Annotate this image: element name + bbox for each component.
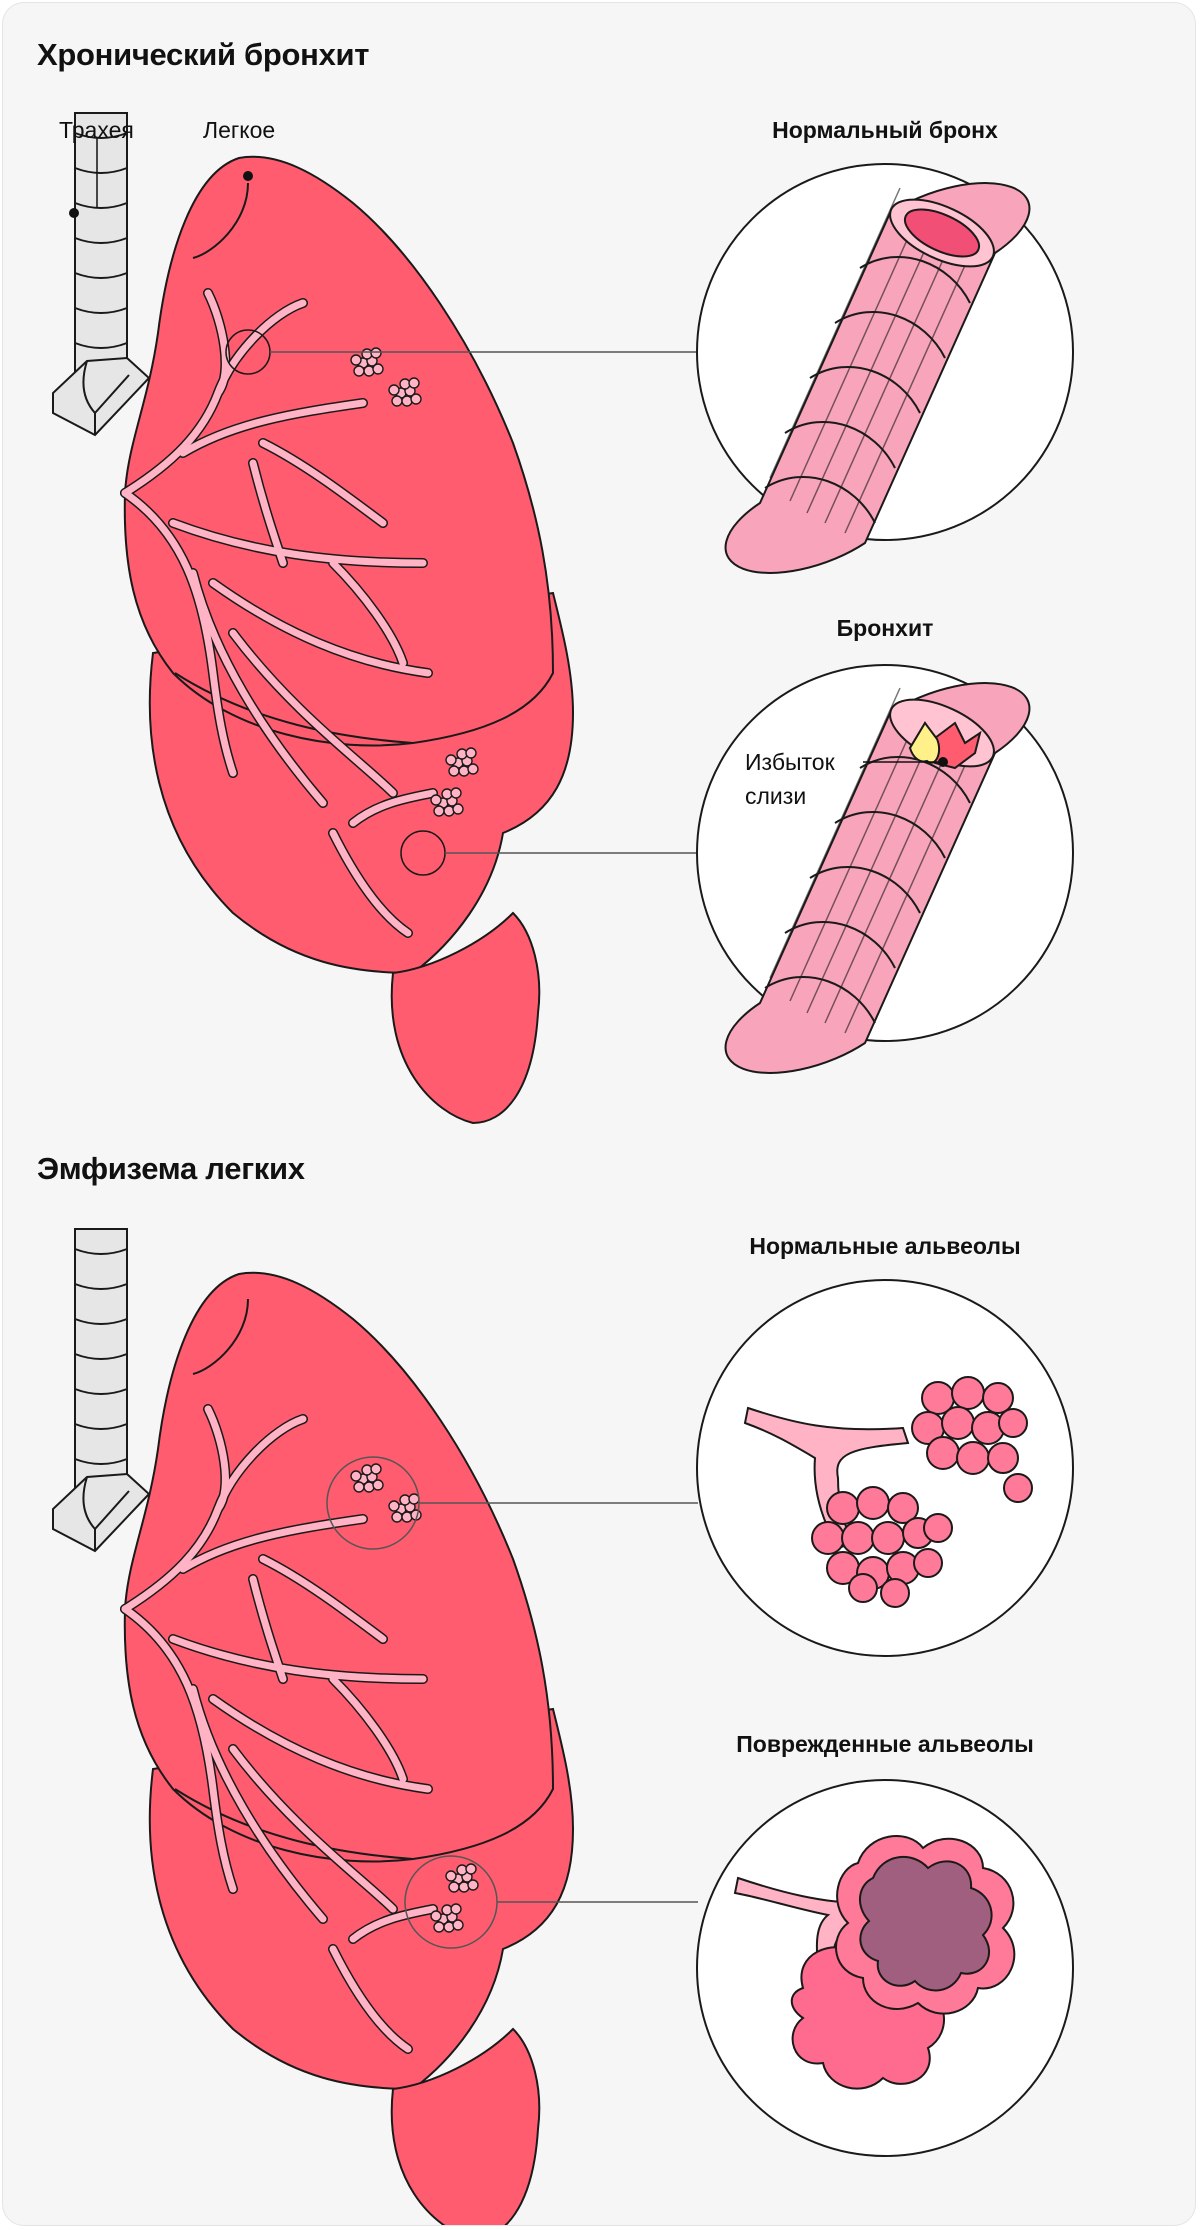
mucus-label: Избыток слизи xyxy=(745,745,835,813)
lung-illustration-emphysema xyxy=(53,1229,573,2226)
panel-heading-bronchitis: Бронхит xyxy=(836,615,934,641)
lung-pointer-dot xyxy=(243,171,253,181)
panel-heading-damaged-alveoli: Поврежденные альвеолы xyxy=(736,1731,1034,1757)
trachea-pointer-dot xyxy=(69,208,79,218)
bronchitis-tube xyxy=(724,682,1031,1074)
trachea-label: Трахея xyxy=(59,117,134,143)
normal-alveoli xyxy=(743,1376,1033,1608)
section-title-bronchitis: Хронический бронхит xyxy=(37,37,370,72)
lung-illustration-bronchitis xyxy=(53,113,573,1123)
panel-heading-normal-alveoli: Нормальные альвеолы xyxy=(749,1233,1021,1259)
section-title-emphysema: Эмфизема легких xyxy=(37,1151,305,1186)
mucus-label-line2: слизи xyxy=(745,783,807,809)
illustration xyxy=(3,3,1074,2226)
mucus-label-line1: Избыток xyxy=(745,749,835,775)
damaged-alveoli xyxy=(733,1835,1016,2090)
panel-heading-normal-bronchus: Нормальный бронх xyxy=(772,117,998,143)
normal-bronchus-tube xyxy=(724,182,1031,574)
lung-label: Легкое xyxy=(203,117,276,143)
mucus xyxy=(908,721,941,764)
panel-normal-alveoli xyxy=(696,1279,1074,1657)
